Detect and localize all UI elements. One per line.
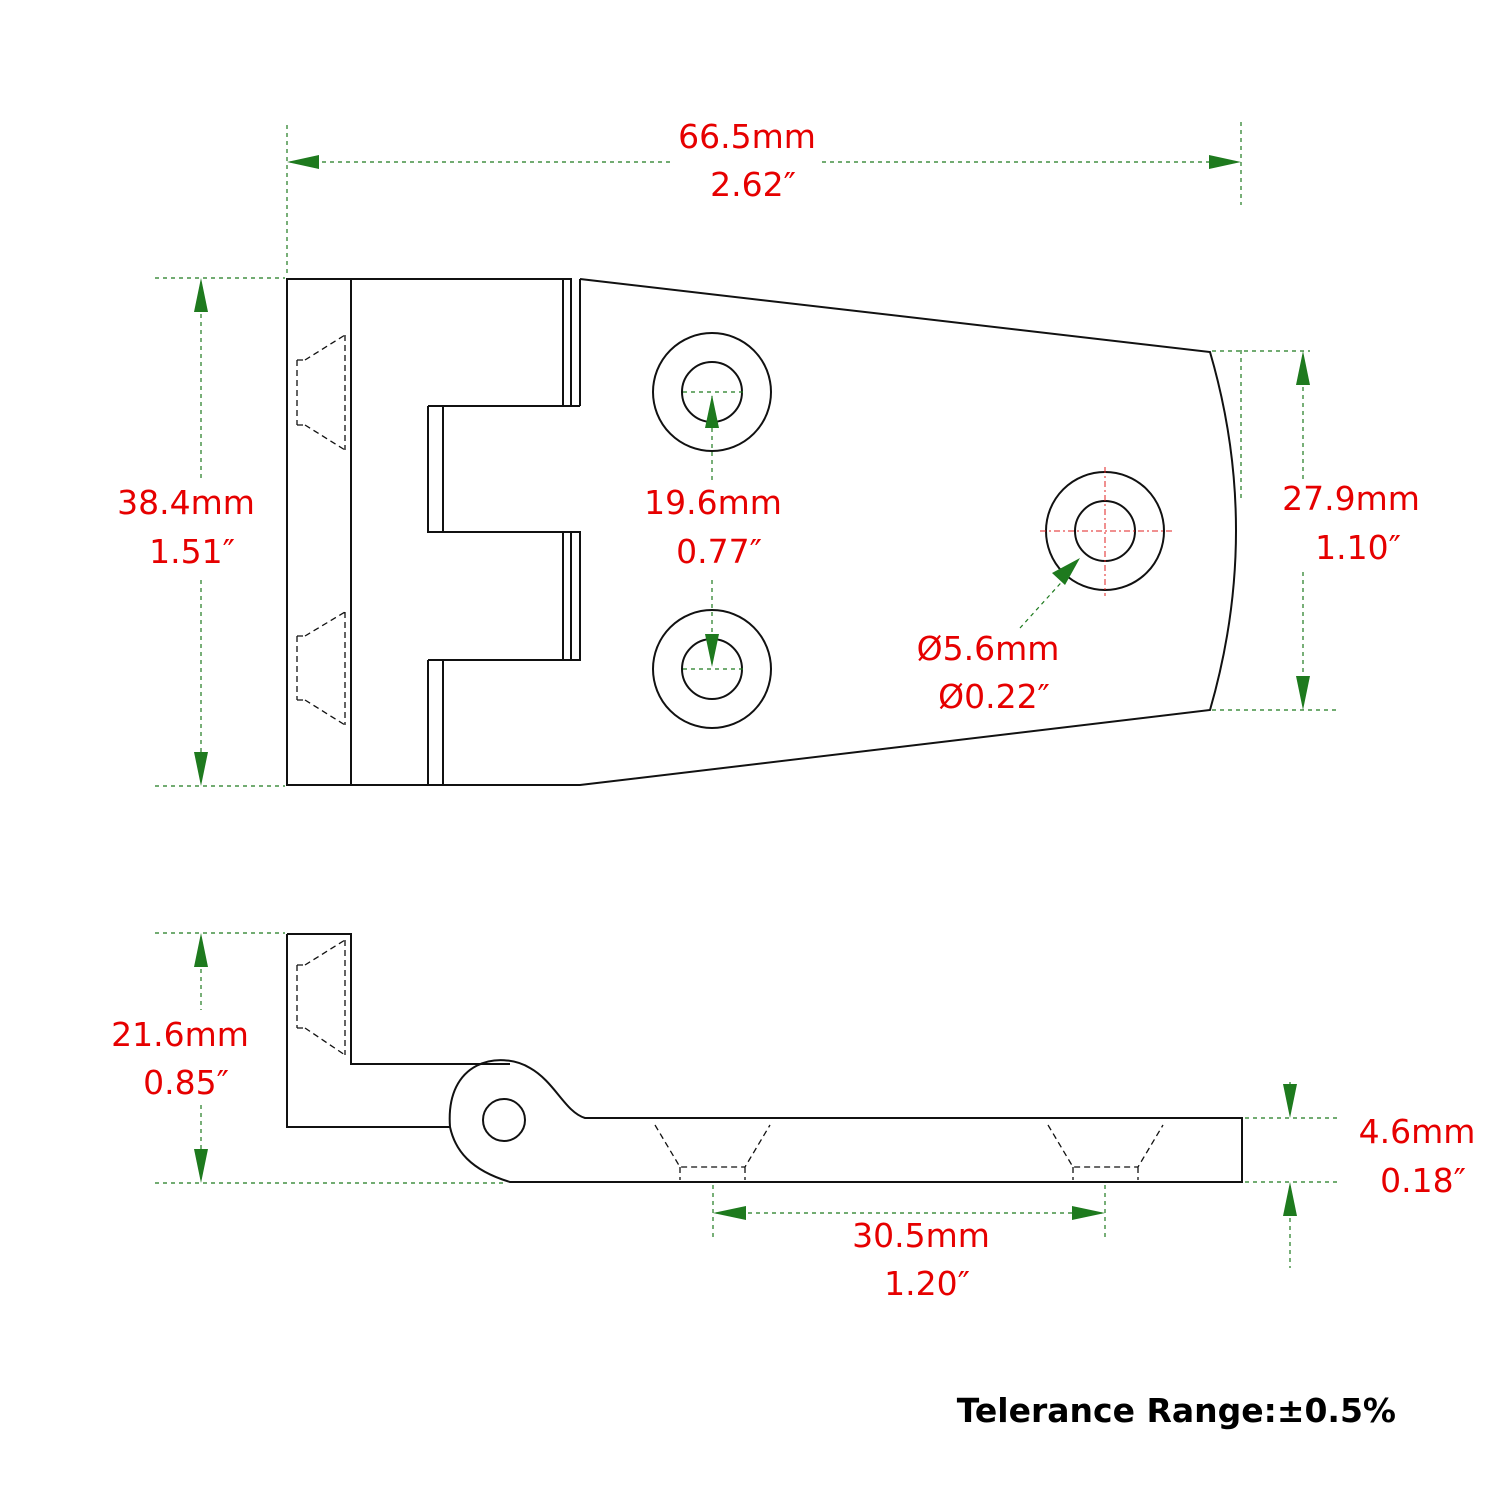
label-side-height-mm: 21.6mm: [111, 1015, 249, 1054]
tapered-leaf-outline: [443, 278, 1237, 786]
dimension-labels: 66.5mm 2.62″ 38.4mm 1.51″ 19.6mm 0.77″ Ø…: [111, 117, 1475, 1303]
arrow-length-left: [287, 155, 319, 169]
arrow-thickness-top: [1283, 1084, 1297, 1118]
label-leaf-height-mm: 38.4mm: [117, 483, 255, 522]
arrow-thickness-bottom: [1283, 1182, 1297, 1216]
arrow-hole-spacing-top: [705, 395, 719, 428]
label-tip-height-inch: 1.10″: [1315, 528, 1401, 567]
knuckle-slot-left: [427, 405, 443, 785]
hidden-countersink-bottom: [296, 611, 346, 726]
label-tip-height-mm: 27.9mm: [1282, 479, 1420, 518]
hidden-countersink-top: [296, 334, 346, 451]
label-overall-length-mm: 66.5mm: [678, 117, 816, 156]
screw-hole-upper: [652, 332, 772, 452]
arrow-height-bottom: [194, 752, 208, 786]
fixed-leaf-outline: [286, 278, 352, 786]
label-hole-spacing-v-mm: 19.6mm: [644, 483, 782, 522]
tolerance-note: Telerance Range:±0.5%: [957, 1391, 1396, 1430]
arrow-hspacing-left: [713, 1206, 746, 1220]
dimension-lines: [155, 122, 1340, 1268]
arrow-height-top: [194, 278, 208, 312]
side-fixed-leaf-outline: [286, 933, 510, 1128]
label-thickness-mm: 4.6mm: [1359, 1112, 1476, 1151]
knuckle-body-outline: [351, 278, 564, 786]
arrow-length-right: [1209, 155, 1241, 169]
label-hole-diameter-mm: Ø5.6mm: [917, 629, 1060, 668]
arrow-side-height-top: [194, 933, 208, 967]
screw-hole-lower: [652, 609, 772, 729]
side-hidden-countersink-left: [654, 1124, 771, 1180]
pin-hole: [482, 1098, 526, 1142]
label-hole-spacing-h-inch: 1.20″: [884, 1264, 970, 1303]
label-side-height-inch: 0.85″: [143, 1063, 229, 1102]
arrow-hole-diameter: [1052, 558, 1080, 585]
side-hidden-countersink-upright: [296, 939, 346, 1056]
knuckle-slot-right: [563, 278, 581, 661]
label-overall-length-inch: 2.62″: [710, 165, 796, 204]
arrow-tip-top: [1296, 351, 1310, 385]
side-view: [286, 933, 1243, 1183]
side-hidden-countersink-right: [1047, 1124, 1164, 1180]
side-knuckle-outline: [448, 1059, 1243, 1183]
arrow-hole-spacing-bottom: [705, 634, 719, 667]
label-hole-diameter-inch: Ø0.22″: [938, 677, 1050, 716]
label-leaf-height-inch: 1.51″: [149, 532, 235, 571]
screw-hole-tip: [1040, 467, 1172, 596]
arrow-tip-bottom: [1296, 676, 1310, 710]
label-hole-spacing-v-inch: 0.77″: [676, 532, 762, 571]
label-hole-spacing-h-mm: 30.5mm: [852, 1216, 990, 1255]
arrow-side-height-bottom: [194, 1149, 208, 1183]
arrow-hspacing-right: [1072, 1206, 1105, 1220]
label-thickness-inch: 0.18″: [1380, 1161, 1466, 1200]
